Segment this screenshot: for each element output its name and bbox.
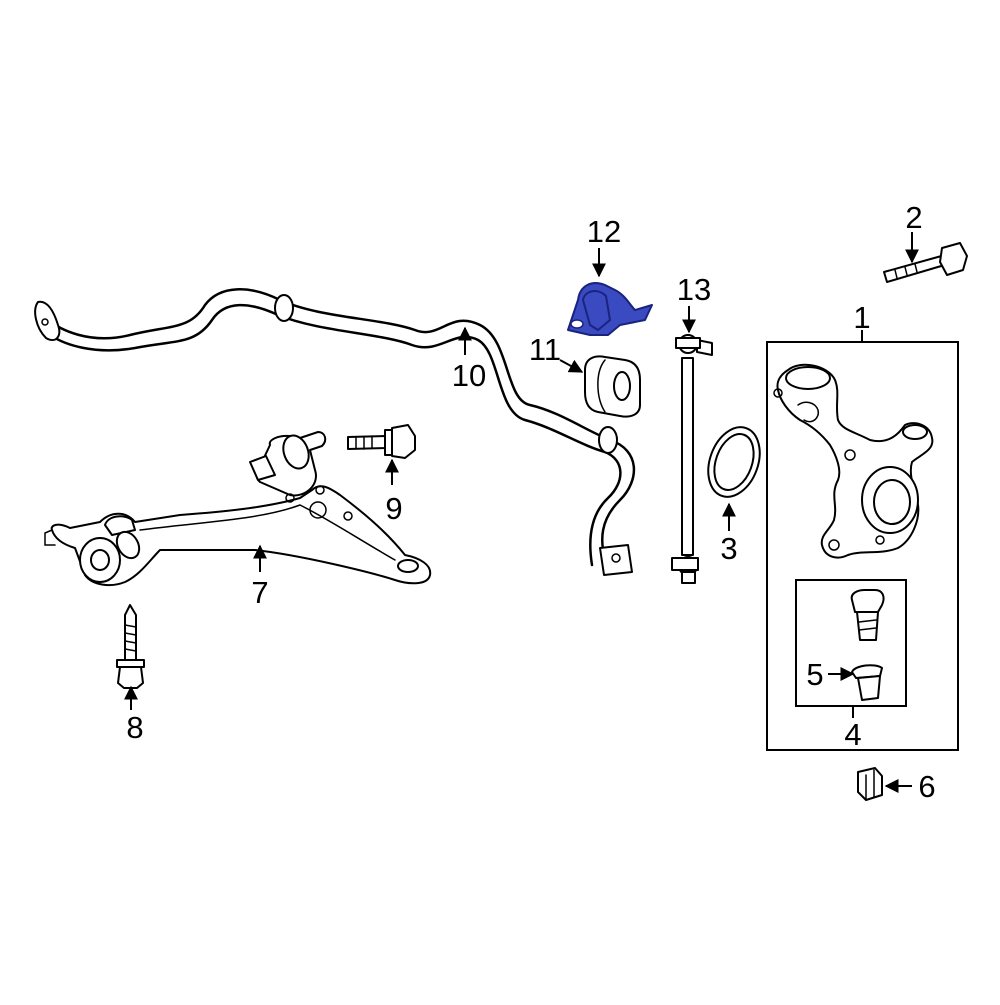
ball-joint-part[interactable] [850, 589, 885, 641]
callout-9: 9 [385, 491, 402, 526]
callout-5: 5 [806, 657, 823, 692]
steering-knuckle-part[interactable] [773, 363, 934, 559]
callout-6: 6 [918, 769, 935, 804]
leader-lines [124, 232, 919, 793]
control-arm-front-bolt-part[interactable] [347, 424, 416, 459]
stabilizer-bushing-part[interactable] [584, 355, 641, 418]
callout-13: 13 [677, 272, 711, 307]
knuckle-bolt-part[interactable] [883, 242, 968, 283]
control-arm-bolt-part[interactable] [116, 604, 145, 689]
ball-joint-kit-box [795, 579, 907, 707]
callout-4: 4 [844, 717, 861, 752]
stabilizer-link-part[interactable] [671, 334, 713, 584]
stabilizer-bracket-part[interactable] [567, 282, 653, 336]
callout-3: 3 [720, 531, 737, 566]
callout-7: 7 [251, 575, 268, 610]
ball-joint-nut-part[interactable] [857, 767, 883, 801]
callout-12: 12 [587, 214, 621, 249]
snap-ring-part[interactable] [699, 420, 769, 504]
callout-1: 1 [853, 300, 870, 335]
lower-control-arm-part[interactable] [44, 431, 432, 587]
callout-10: 10 [452, 358, 486, 393]
callout-11: 11 [529, 332, 561, 367]
callout-8: 8 [126, 710, 143, 745]
callout-2: 2 [905, 200, 922, 235]
ball-joint-boot-part[interactable] [851, 664, 883, 701]
stabilizer-bar-part[interactable] [34, 288, 636, 576]
